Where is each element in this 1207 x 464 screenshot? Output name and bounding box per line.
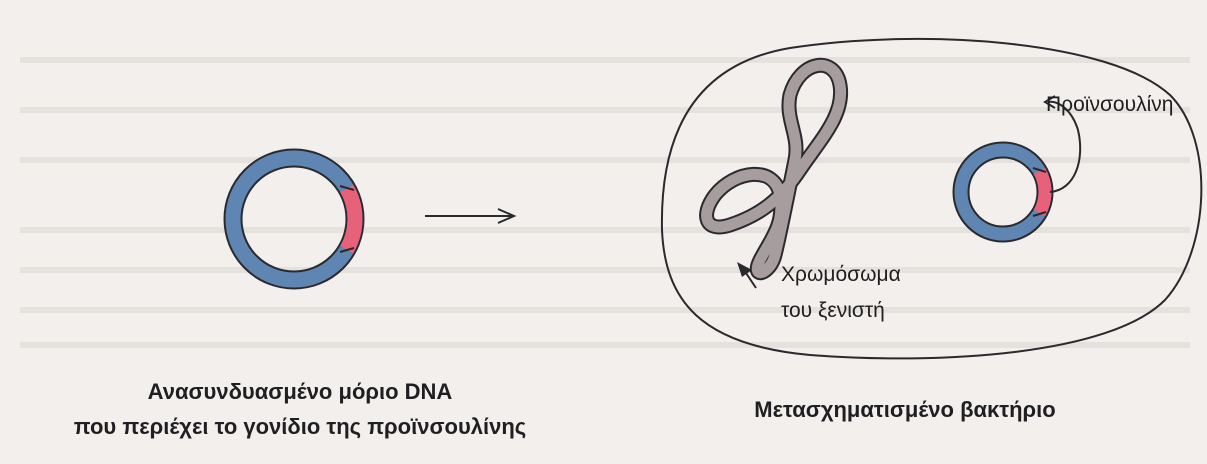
left-caption-line1: Ανασυνδυασμένο μόριο DNA bbox=[0, 378, 600, 405]
bacterial-insulin-gene bbox=[1039, 171, 1045, 213]
plasmid-dna-ring bbox=[233, 158, 355, 280]
insulin-gene-segment bbox=[347, 189, 355, 250]
recombinant-plasmid bbox=[233, 158, 355, 280]
left-caption: Ανασυνδυασμένο μόριο DNA που περιέχει το… bbox=[0, 378, 600, 440]
chromosome-label: Χρωμόσωμα του ξενιστή bbox=[781, 262, 901, 324]
chromosome-label-line2: του ξενιστή bbox=[781, 298, 901, 324]
host-chromosome bbox=[707, 65, 841, 272]
transformation-arrow bbox=[425, 209, 514, 223]
left-caption-line2: που περιέχει το γονίδιο της προϊνσουλίνη… bbox=[0, 413, 600, 440]
right-caption: Μετασχηματισμένο βακτήριο bbox=[715, 396, 1095, 423]
chromosome-label-line1: Χρωμόσωμα bbox=[781, 262, 901, 288]
proinsulin-label: Προϊνσουλίνη bbox=[1046, 92, 1173, 118]
background-texture bbox=[20, 60, 1190, 345]
